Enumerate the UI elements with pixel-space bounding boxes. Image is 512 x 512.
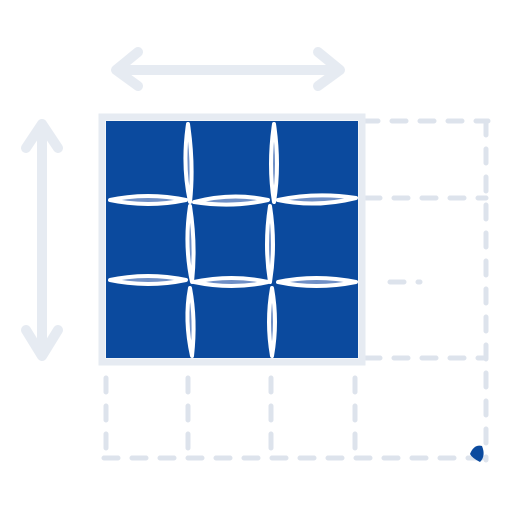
- seam-h-1c: [276, 193, 358, 206]
- grid-cell-r3-c2[interactable]: [190, 279, 274, 358]
- seam-v-2c: [267, 286, 277, 358]
- double-arrow-horizontal-icon: [111, 47, 345, 91]
- dashed-grid-extension: [101, 118, 491, 463]
- grid-cell-r2-c3[interactable]: [274, 200, 358, 279]
- h-arrow-right-head: [313, 47, 345, 91]
- grid-cell-r1-c3[interactable]: [274, 121, 358, 200]
- v-arrow-bottom-head: [21, 325, 63, 361]
- v-arrow-top-head: [21, 119, 63, 153]
- cell-seams: [108, 122, 358, 358]
- grid-cell-r2-c2[interactable]: [190, 200, 274, 279]
- selection-frame: [98, 113, 366, 366]
- seam-v-2a: [269, 122, 279, 204]
- seam-h-2b: [192, 276, 270, 288]
- seam-v-2b: [265, 204, 275, 284]
- seam-h-2c: [276, 276, 358, 288]
- seam-h-1b: [192, 194, 270, 207]
- h-arrow-left-head: [111, 47, 143, 91]
- double-arrow-vertical-icon: [21, 119, 63, 361]
- seam-h-1a: [108, 194, 188, 206]
- seam-v-1b: [185, 204, 196, 284]
- grid-cell-r2-c1[interactable]: [106, 200, 190, 279]
- seam-v-1a: [183, 122, 194, 204]
- grid-cell-r1-c2[interactable]: [190, 121, 274, 200]
- selected-cells: [106, 121, 358, 358]
- seam-v-1c: [185, 286, 196, 358]
- grid-cell-r1-c1[interactable]: [106, 121, 190, 200]
- grid-cell-r3-c1[interactable]: [106, 279, 190, 358]
- seam-h-2a: [108, 274, 188, 286]
- resize-handle-icon[interactable]: [470, 445, 484, 462]
- grid-cell-r3-c3[interactable]: [274, 279, 358, 358]
